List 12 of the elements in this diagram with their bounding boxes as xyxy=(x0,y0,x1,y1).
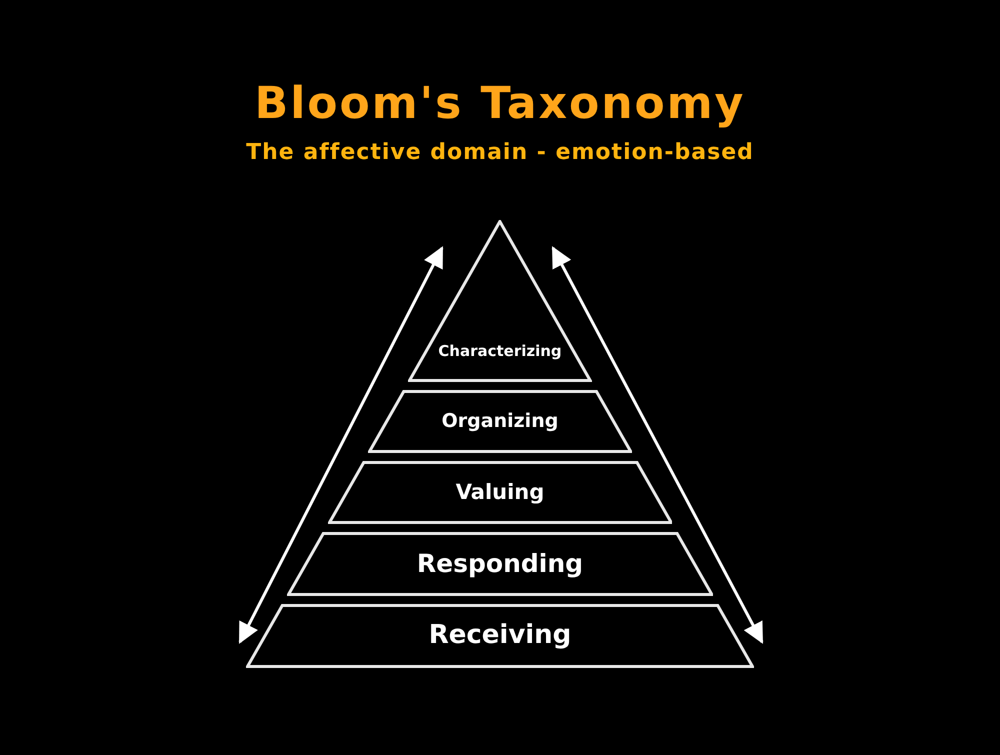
tier-label: Receiving xyxy=(428,620,572,650)
pyramid-tier xyxy=(246,604,754,668)
tier-label: Responding xyxy=(416,549,584,578)
pyramid-tier xyxy=(368,390,632,453)
pyramid-tier xyxy=(328,461,672,524)
tier-label: Organizing xyxy=(440,410,560,432)
subtitle: The affective domain - emotion-based xyxy=(245,140,755,165)
tier-label: Valuing xyxy=(454,480,546,504)
tier-label: Characterizing xyxy=(437,342,563,360)
pyramid-tier xyxy=(408,220,592,382)
pyramid-tier xyxy=(286,532,714,596)
title: Bloom's Taxonomy xyxy=(254,78,746,129)
